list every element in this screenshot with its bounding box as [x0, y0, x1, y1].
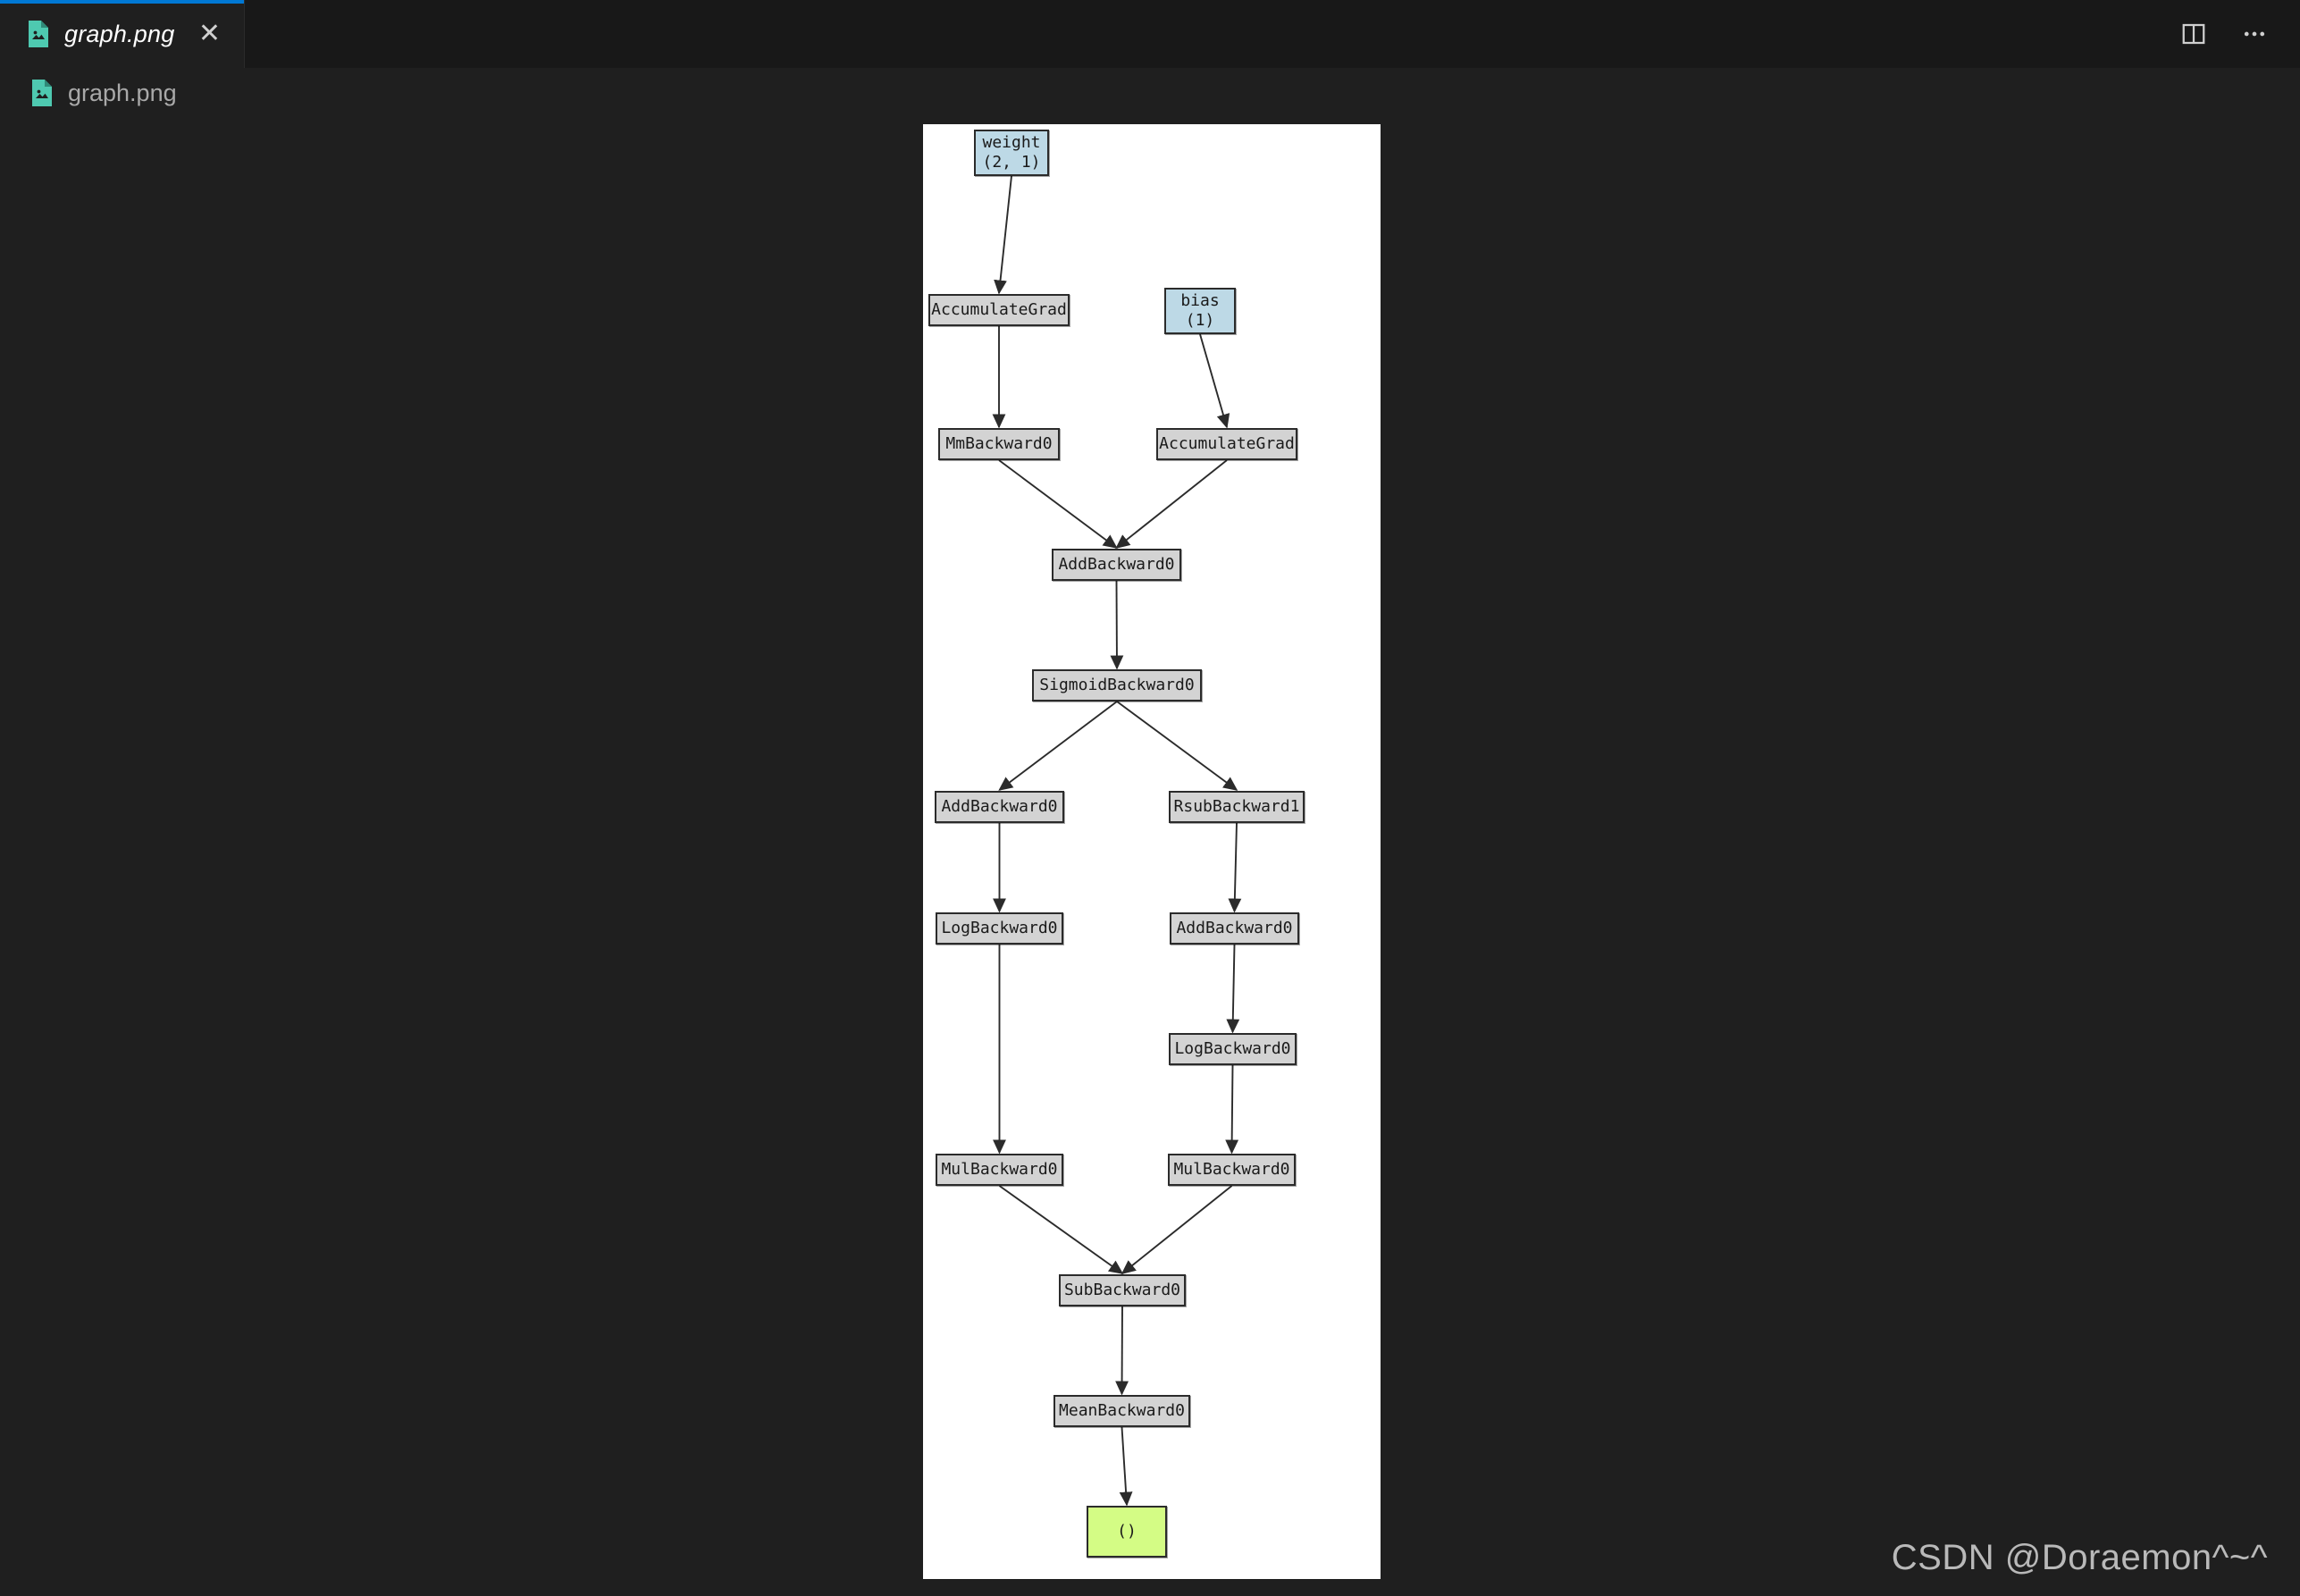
more-actions-icon[interactable] [2239, 19, 2270, 49]
graph-node-mean: MeanBackward0 [1053, 1395, 1190, 1427]
image-viewer[interactable]: weight(2, 1) AccumulateGrad bias(1) MmBackw… [0, 118, 2300, 1596]
graph-node-label: SigmoidBackward0 [1039, 676, 1195, 695]
graph-edge [998, 1185, 1124, 1274]
graph-edge [1110, 580, 1124, 670]
graph-edge [1119, 1426, 1133, 1507]
graph-node-label: MulBackward0 [1173, 1160, 1290, 1180]
graph-edge [1116, 701, 1238, 791]
graph-node-add1: AddBackward0 [1052, 549, 1181, 581]
graph-node-sub: SubBackward0 [1059, 1274, 1186, 1306]
graph-node-accgrad2: AccumulateGrad [1156, 428, 1297, 460]
breadcrumb-label: graph.png [68, 79, 177, 106]
close-icon[interactable]: ✕ [197, 19, 221, 48]
graph-node-bias: bias(1) [1164, 288, 1236, 334]
graph-node-mm: MmBackward0 [938, 428, 1060, 460]
graph-node-label: LogBackward0 [1174, 1039, 1291, 1059]
graph-edge [1228, 822, 1242, 913]
graph-node-label: AddBackward0 [1058, 555, 1175, 575]
graph-edge [998, 701, 1118, 791]
graph-node-label: () [1117, 1522, 1137, 1541]
graph-node-label: MulBackward0 [941, 1160, 1058, 1180]
graph-node-label: AddBackward0 [941, 797, 1058, 817]
graph-node-label: AccumulateGrad [1159, 434, 1295, 454]
graph-node-label: LogBackward0 [941, 919, 1058, 938]
graph-edge [1226, 944, 1240, 1034]
graph-node-mul1: MulBackward0 [936, 1154, 1063, 1186]
graph-edge [1121, 1185, 1233, 1274]
breadcrumb[interactable]: graph.png [0, 68, 2300, 118]
graph-edge [994, 175, 1012, 295]
graph-node-output: () [1087, 1506, 1167, 1558]
graph-node-label: MeanBackward0 [1059, 1401, 1185, 1421]
graph-edge [998, 459, 1118, 549]
editor-actions [2178, 0, 2300, 68]
tab-label: graph.png [64, 20, 175, 47]
graph-node-mul2: MulBackward0 [1168, 1154, 1296, 1186]
graph-node-label: AddBackward0 [1176, 919, 1293, 938]
image-file-icon [27, 20, 50, 48]
image-file-icon [30, 79, 54, 107]
graph-node-log1: LogBackward0 [936, 912, 1063, 945]
graph-node-add3: AddBackward0 [1170, 912, 1299, 945]
graph-node-label: (1) [1185, 311, 1215, 330]
graph-node-rsub: RsubBackward1 [1169, 791, 1305, 823]
watermark: CSDN @Doraemon^~^ [1891, 1538, 2268, 1577]
graph-edge [1225, 1064, 1239, 1155]
graph-edge [1115, 1306, 1129, 1396]
graph-node-label: bias [1180, 291, 1220, 311]
tab-graph-png[interactable]: graph.png ✕ [0, 0, 246, 68]
tab-bar: graph.png ✕ [0, 0, 2300, 68]
graph-image: weight(2, 1) AccumulateGrad bias(1) MmBackw… [923, 124, 1381, 1579]
graph-node-label: weight [982, 133, 1041, 153]
graph-edge [1115, 459, 1228, 549]
graph-node-label: AccumulateGrad [931, 300, 1067, 320]
graph-node-add2: AddBackward0 [935, 791, 1064, 823]
graph-edges [992, 175, 1242, 1507]
graph-node-label: SubBackward0 [1063, 1281, 1181, 1300]
graph-node-label: MmBackward0 [945, 434, 1053, 454]
graph-node-log2: LogBackward0 [1169, 1033, 1297, 1065]
graph-node-label: RsubBackward1 [1173, 797, 1300, 817]
graph-edge [1199, 333, 1230, 429]
tab-bar-empty-space [245, 0, 2178, 68]
split-editor-right-icon[interactable] [2178, 19, 2209, 49]
graph-node-sigmoid: SigmoidBackward0 [1032, 669, 1202, 701]
graph-node-accgrad1: AccumulateGrad [928, 294, 1070, 326]
graph-node-label: (2, 1) [982, 153, 1041, 172]
graph-node-weight: weight(2, 1) [974, 130, 1049, 176]
